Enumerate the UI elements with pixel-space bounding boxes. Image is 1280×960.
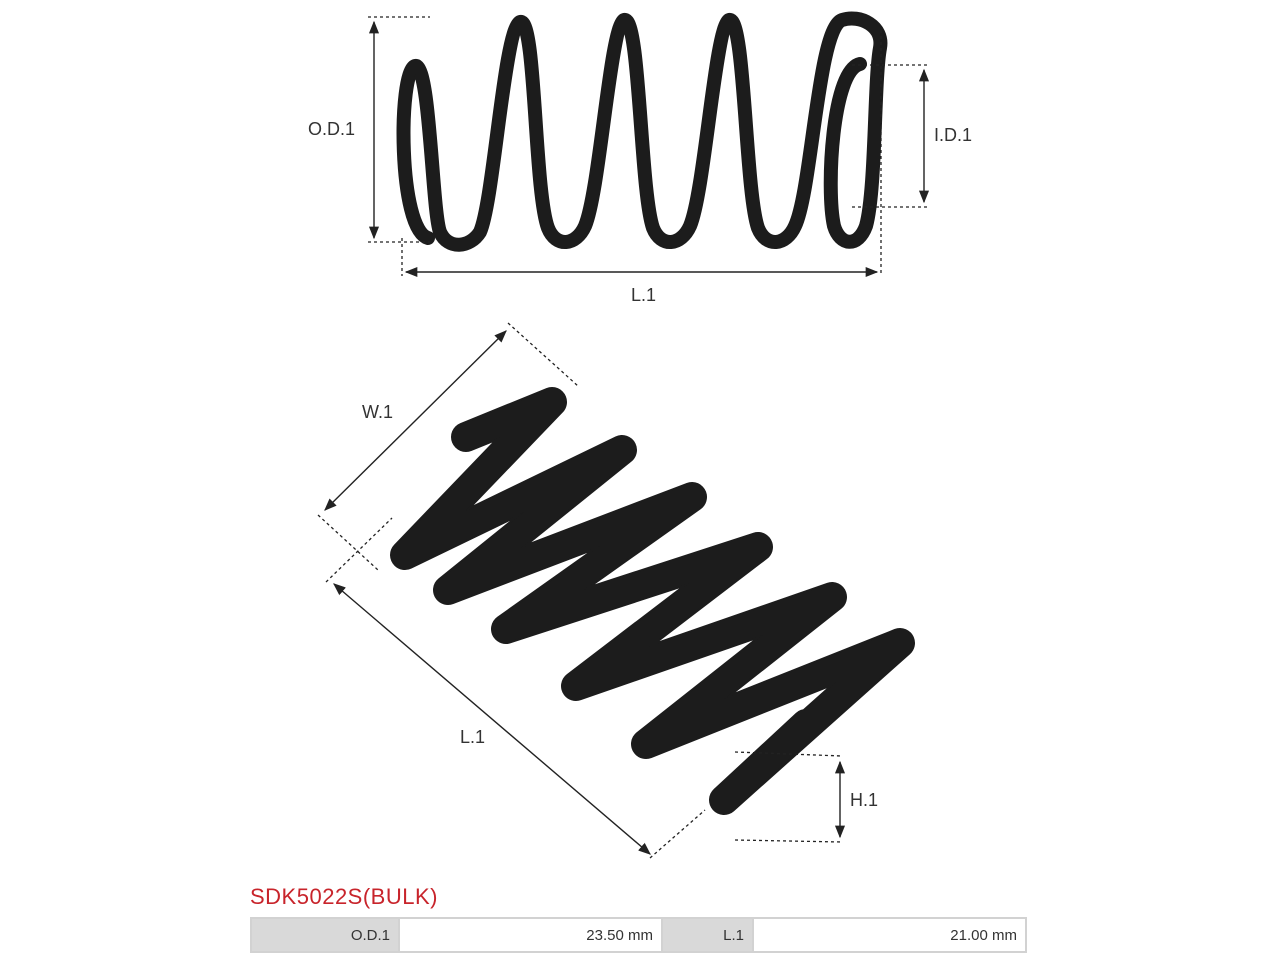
length-extension-end (649, 809, 706, 859)
length-extension-start (325, 517, 393, 583)
width-dimension-line (324, 330, 507, 511)
side-view-dimensions: O.D.1 I.D.1 L.1 (308, 16, 972, 305)
iso-length-label: L.1 (460, 727, 485, 747)
side-view-spring (396, 11, 888, 252)
width-extension-bottom (317, 514, 379, 571)
width-extension-top (507, 322, 579, 387)
spec-row: O.D.1 23.50 mm L.1 21.00 mm (250, 917, 1027, 953)
top-length-label: L.1 (631, 285, 656, 305)
spec-value-length: 21.00 mm (752, 917, 1027, 953)
height-label: H.1 (850, 790, 878, 810)
spec-label-od: O.D.1 (250, 917, 400, 953)
spring-diagram: O.D.1 I.D.1 L.1 W.1 L.1 H.1 (308, 11, 972, 859)
spec-value-od: 23.50 mm (398, 917, 663, 953)
id-label: I.D.1 (934, 125, 972, 145)
part-number-title: SDK5022S(BULK) (250, 884, 438, 909)
spec-table: O.D.1 23.50 mm L.1 21.00 mm (250, 917, 1027, 953)
iso-length-dimension-line (333, 583, 651, 855)
od-label: O.D.1 (308, 119, 355, 139)
isometric-dimensions: W.1 L.1 H.1 (317, 322, 878, 859)
height-extension-bottom (734, 839, 843, 843)
width-label: W.1 (362, 402, 393, 422)
spec-label-length: L.1 (661, 917, 754, 953)
side-view-coil-fill (398, 13, 886, 250)
